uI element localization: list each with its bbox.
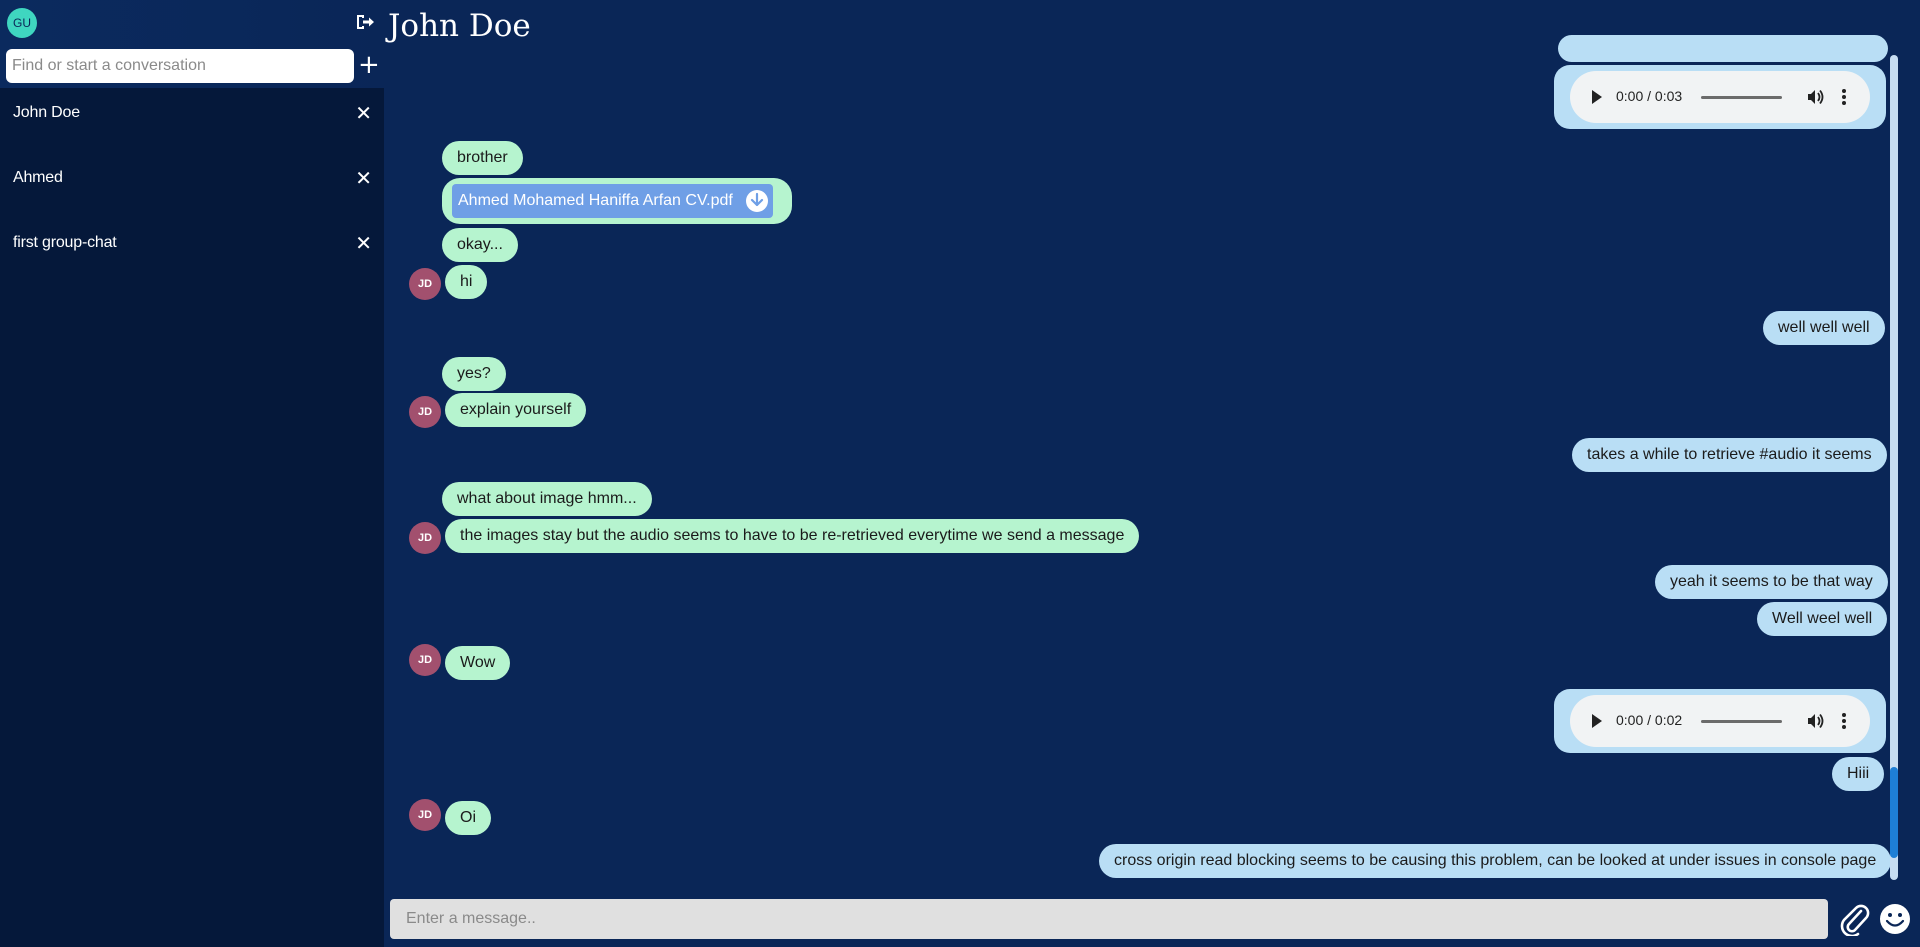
message-bubble: Oi [445,801,491,835]
message-bubble: explain yourself [445,393,587,427]
close-icon[interactable]: ✕ [355,231,372,255]
message-bubble: hi [445,265,488,299]
message-bubble: cross origin read blocking seems to be c… [1099,844,1892,878]
message-bubble: brother [442,141,523,175]
message-input[interactable] [390,899,1828,939]
audio-message: 0:00 / 0:03 [1554,65,1886,129]
close-icon[interactable]: ✕ [355,166,372,190]
conversation-name: Ahmed [13,169,63,186]
audio-player[interactable]: 0:00 / 0:03 [1570,71,1870,123]
message-bubble: what about image hmm... [442,482,652,516]
audio-progress-track[interactable] [1701,96,1782,99]
contact-avatar: JD [409,268,441,300]
message-bubble: okay... [442,228,518,262]
play-icon[interactable] [1592,714,1602,728]
audio-progress-track[interactable] [1701,720,1782,723]
sidebar-header: GU + [0,0,384,88]
contact-avatar: JD [409,799,441,831]
volume-icon[interactable] [1806,88,1824,106]
conversation-item[interactable]: first group-chat ✕ [0,218,384,278]
file-attachment[interactable]: Ahmed Mohamed Haniffa Arfan CV.pdf [452,184,773,218]
message-bubble: Hiii [1832,757,1885,791]
conversation-item[interactable]: Ahmed ✕ [0,153,384,213]
emoji-icon[interactable] [1878,902,1912,936]
file-message: Ahmed Mohamed Haniffa Arfan CV.pdf [442,178,792,224]
play-icon[interactable] [1592,90,1602,104]
search-input[interactable] [6,49,354,83]
message-bubble: takes a while to retrieve #audio it seem… [1572,438,1887,472]
attachment-icon[interactable] [1838,902,1870,936]
volume-icon[interactable] [1806,712,1824,730]
sidebar: GU + John Doe ✕ Ahmed ✕ first group-chat… [0,0,384,947]
chat-title: John Doe [388,8,531,44]
message-bubble-clipped [1558,35,1888,62]
audio-time: 0:00 / 0:02 [1616,712,1683,728]
more-options-icon[interactable] [1841,712,1847,730]
file-name: Ahmed Mohamed Haniffa Arfan CV.pdf [458,192,733,209]
scrollbar[interactable] [1890,55,1900,880]
message-bubble: the images stay but the audio seems to h… [445,519,1140,553]
message-bubble: yes? [442,357,506,391]
download-icon[interactable] [745,189,769,213]
close-icon[interactable]: ✕ [355,101,372,125]
message-bubble: Wow [445,646,511,680]
audio-player[interactable]: 0:00 / 0:02 [1570,695,1870,747]
contact-avatar: JD [409,396,441,428]
scrollbar-thumb[interactable] [1890,767,1898,858]
audio-time: 0:00 / 0:03 [1616,88,1683,104]
scrollbar-rail[interactable] [1890,55,1898,880]
contact-avatar: JD [409,522,441,554]
contact-avatar: JD [409,644,441,676]
message-list: 0:00 / 0:03 brother Ahmed Mohamed Haniff… [384,35,1892,880]
more-options-icon[interactable] [1841,88,1847,106]
conversation-item[interactable]: John Doe ✕ [0,88,384,148]
add-conversation-icon[interactable]: + [358,50,380,80]
message-bubble: yeah it seems to be that way [1655,565,1888,599]
user-avatar[interactable]: GU [7,8,37,38]
audio-message: 0:00 / 0:02 [1554,689,1886,753]
conversation-name: first group-chat [13,234,117,251]
conversation-name: John Doe [13,104,80,121]
message-bubble: well well well [1763,311,1885,345]
logout-icon[interactable] [355,12,375,32]
message-bubble: Well weel well [1757,602,1888,636]
